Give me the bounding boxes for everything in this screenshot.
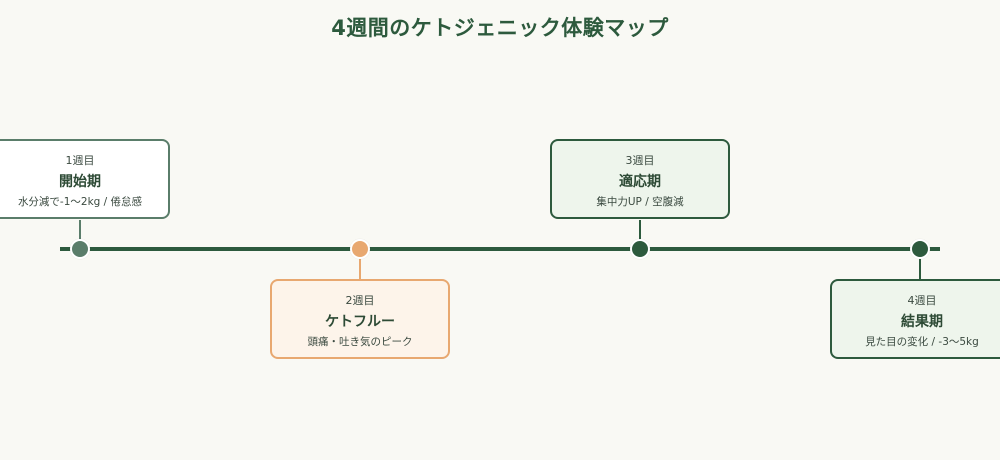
milestone-desc: 集中力UP / 空腹減 [596, 196, 684, 208]
connector-3 [639, 220, 641, 250]
milestone-phase: 開始期 [59, 174, 101, 190]
milestone-week: 4週目 [907, 294, 937, 307]
milestone-card-4: 4週目 結果期 見た目の変化 / -3〜5kg [830, 279, 1000, 359]
milestone-week: 2週目 [345, 294, 375, 307]
milestone-dot-4 [910, 239, 930, 259]
milestone-dot-3 [630, 239, 650, 259]
milestone-dot-1 [70, 239, 90, 259]
connector-4 [919, 250, 921, 280]
milestone-phase: 結果期 [901, 314, 943, 330]
timeline-line [60, 247, 940, 251]
milestone-card-2: 2週目 ケトフルー 頭痛・吐き気のピーク [270, 279, 450, 359]
milestone-card-3: 3週目 適応期 集中力UP / 空腹減 [550, 139, 730, 219]
connector-2 [359, 250, 361, 280]
milestone-desc: 水分減で-1〜2kg / 倦怠感 [17, 196, 143, 208]
milestone-phase: ケトフルー [325, 314, 395, 330]
diagram-title: 4週間のケトジェニック体験マップ [331, 16, 669, 40]
milestone-dot-2 [350, 239, 370, 259]
milestone-card-1: 1週目 開始期 水分減で-1〜2kg / 倦怠感 [0, 139, 170, 219]
milestone-phase: 適応期 [619, 174, 661, 190]
milestone-week: 3週目 [625, 154, 655, 167]
milestone-week: 1週目 [65, 154, 95, 167]
connector-1 [79, 220, 81, 250]
milestone-desc: 見た目の変化 / -3〜5kg [865, 336, 979, 348]
milestone-desc: 頭痛・吐き気のピーク [307, 336, 413, 348]
